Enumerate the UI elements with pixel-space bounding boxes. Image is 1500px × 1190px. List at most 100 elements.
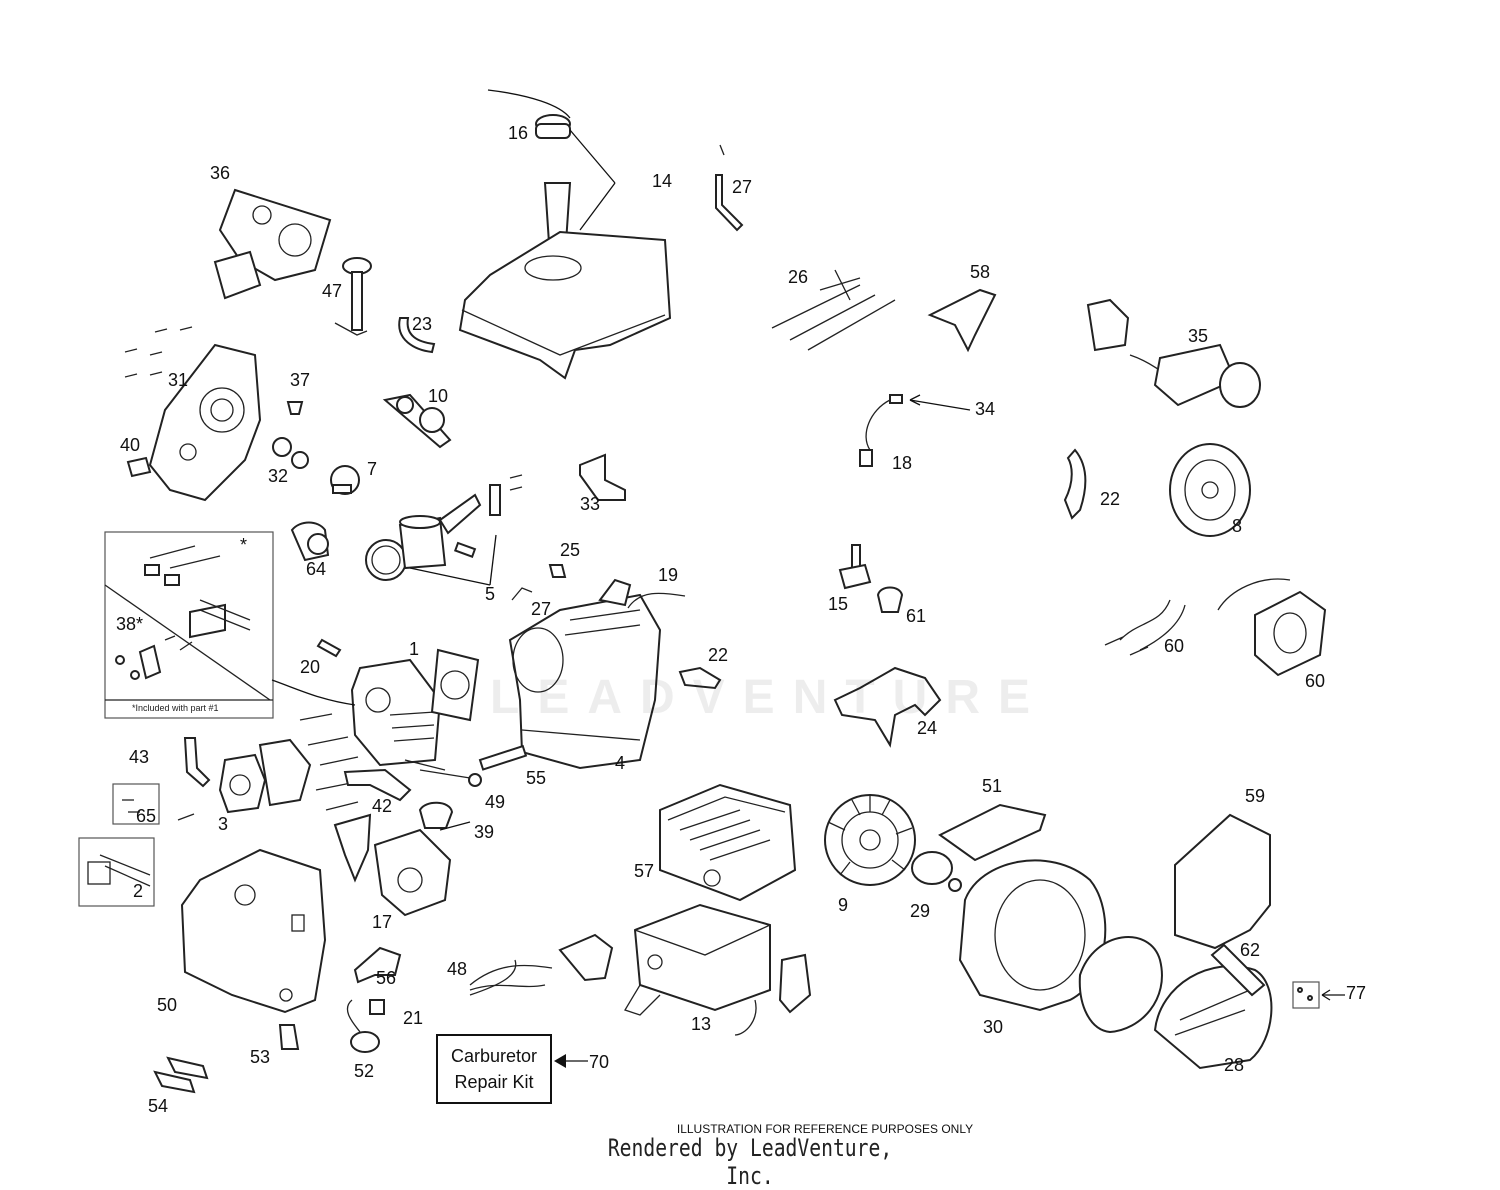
callout-50: 50 [157, 995, 177, 1015]
callout-38: 38* [116, 614, 143, 634]
kit-arrow [554, 1054, 588, 1068]
muffler-guard [659, 783, 797, 902]
throttle-bracket [343, 768, 412, 802]
callout-60-stator: 60 [1305, 671, 1325, 691]
callout-40: 40 [120, 435, 140, 455]
dipstick [334, 257, 372, 336]
callout-23: 23 [412, 314, 432, 334]
callout-7: 7 [367, 459, 377, 479]
air-cleaner [218, 738, 312, 814]
starter-gasket [1078, 936, 1163, 1034]
callout-27-top: 27 [732, 177, 752, 197]
callout-21: 21 [403, 1008, 423, 1028]
valve-knob [876, 586, 904, 613]
callout-13: 13 [691, 1014, 711, 1034]
ignition-lead [859, 394, 971, 467]
callout-16: 16 [508, 123, 528, 143]
callout-labels: 1 2 3 4 5 7 8 9 10 13 14 15 16 17 18 19 … [116, 123, 1366, 1116]
kit-label-line2: Repair Kit [454, 1072, 534, 1092]
callout-31: 31 [168, 370, 188, 390]
heat-shield-bracket [558, 933, 614, 982]
flywheel [1169, 443, 1251, 537]
callout-24: 24 [917, 718, 937, 738]
callout-25: 25 [560, 540, 580, 560]
callout-77: 77 [1346, 983, 1366, 1003]
callout-37: 37 [290, 370, 310, 390]
bearing [291, 451, 309, 469]
fuel-valve [838, 544, 872, 590]
fastener-box [1292, 981, 1345, 1009]
callout-39: 39 [474, 822, 494, 842]
callout-55: 55 [526, 768, 546, 788]
callout-61: 61 [906, 606, 926, 626]
callout-59: 59 [1245, 786, 1265, 806]
charging-harness [1104, 599, 1186, 656]
starter-motor [1086, 298, 1261, 408]
callout-32: 32 [268, 466, 288, 486]
callout-17: 17 [372, 912, 392, 932]
blower-housing [958, 859, 1107, 1012]
switch [369, 999, 385, 1015]
muffler [624, 903, 771, 1016]
throttle-control [771, 269, 896, 351]
gas-cap [487, 89, 571, 139]
callout-62: 62 [1240, 940, 1260, 960]
throttle-plate [333, 813, 372, 883]
callout-18: 18 [892, 453, 912, 473]
callout-22-right: 22 [1100, 489, 1120, 509]
starter-handle [1210, 943, 1266, 997]
callout-51: 51 [982, 776, 1002, 796]
fuel-tank [458, 129, 672, 380]
callout-8: 8 [1232, 516, 1242, 536]
callout-14: 14 [652, 171, 672, 191]
callout-49: 49 [485, 792, 505, 812]
stator [1217, 578, 1327, 677]
piston-assembly [365, 484, 501, 586]
head-gasket [430, 648, 480, 722]
callout-9: 9 [838, 895, 848, 915]
crank-gear [330, 465, 360, 495]
watermark: LEADVENTURE [490, 671, 1049, 724]
cylinder-shroud [833, 666, 942, 748]
wire-harness [469, 959, 553, 996]
callout-2: 2 [133, 881, 143, 901]
plate-box [78, 837, 155, 907]
switch-cover [353, 946, 402, 984]
inset-asterisk: * [240, 535, 247, 555]
callout-10: 10 [428, 386, 448, 406]
camshaft [382, 393, 452, 449]
crankcase-cover [148, 343, 262, 502]
spark-plug [316, 638, 342, 658]
breather-tube [183, 737, 211, 788]
stud [478, 744, 528, 771]
engine-block [508, 578, 662, 770]
callout-42: 42 [372, 796, 392, 816]
governor [290, 521, 330, 562]
choke-rod [715, 144, 744, 232]
callout-30: 30 [983, 1017, 1003, 1037]
blower-plate [938, 803, 1047, 862]
callout-70: 70 [589, 1052, 609, 1072]
callout-47: 47 [322, 281, 342, 301]
callout-5: 5 [485, 584, 495, 604]
callout-19: 19 [658, 565, 678, 585]
callout-64: 64 [306, 559, 326, 579]
ground-wire [734, 999, 757, 1036]
kit-label-line1: Carburetor [450, 1046, 538, 1066]
screw [177, 813, 195, 821]
oil-seal [272, 437, 292, 457]
inset-note: *Included with part #1 [132, 703, 219, 713]
cylinder-head [271, 658, 442, 767]
callout-54: 54 [148, 1096, 168, 1116]
bracket [579, 453, 626, 501]
callout-36: 36 [210, 163, 230, 183]
nut-spring [548, 564, 567, 578]
callout-57: 57 [634, 861, 654, 881]
rendered-by: Rendered by LeadVenture, Inc. [607, 1134, 893, 1190]
callout-1: 1 [409, 639, 419, 659]
callout-53: 53 [250, 1047, 270, 1067]
mounting-bracket [927, 288, 997, 353]
shroud-panel [1174, 813, 1271, 950]
